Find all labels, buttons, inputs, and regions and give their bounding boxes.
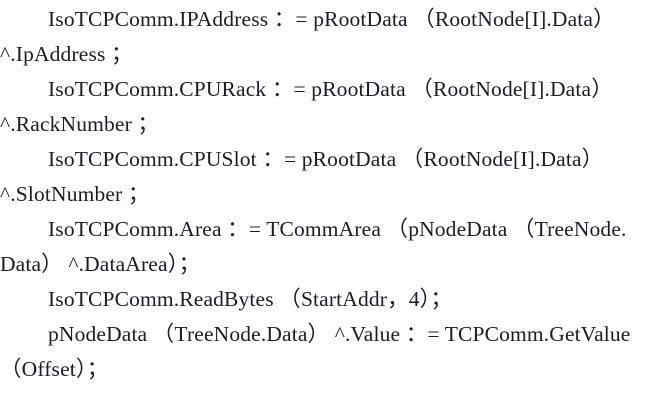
code-line: ^.IpAddress ； xyxy=(0,42,133,66)
code-line: （Offset）； xyxy=(0,357,109,381)
code-line: IsoTCPComm.IPAddress ：= pRootData （RootN… xyxy=(48,7,615,31)
code-line: IsoTCPComm.CPURack ：= pRootData （RootNod… xyxy=(48,77,613,101)
code-line: IsoTCPComm.Area ：= TCommArea （pNodeData … xyxy=(48,217,627,241)
code-line: IsoTCPComm.CPUSlot ：= pRootData （RootNod… xyxy=(48,147,604,171)
code-line: IsoTCPComm.ReadBytes （StartAddr，4）； xyxy=(48,287,453,311)
code-line: ^.RackNumber ； xyxy=(0,112,160,136)
code-line: pNodeData （TreeNode.Data） ^.Value ：= TCP… xyxy=(48,322,631,346)
code-line: Data） ^.DataArea）； xyxy=(0,252,201,276)
code-line: ^.SlotNumber ； xyxy=(0,182,150,206)
